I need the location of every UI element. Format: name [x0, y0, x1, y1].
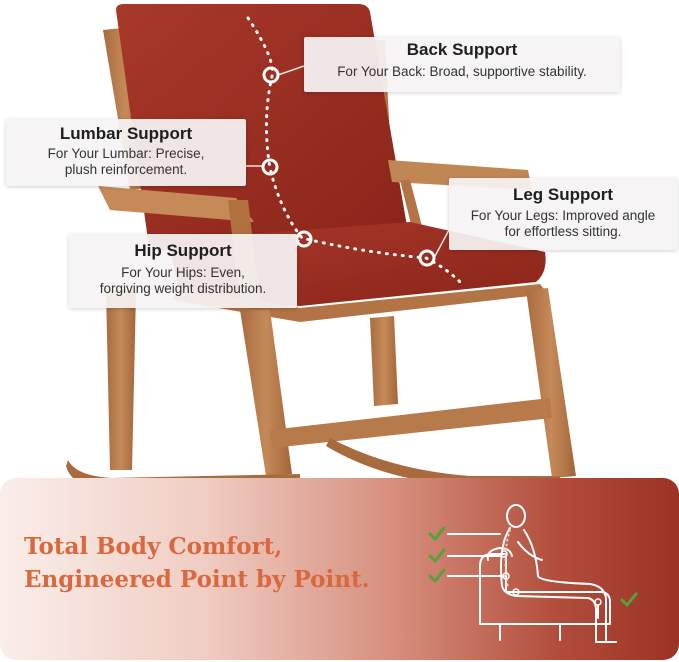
back-support-title: Back Support: [406, 40, 518, 59]
banner-headline-line1: Total Body Comfort,: [24, 533, 283, 560]
checkmark-icon: [620, 592, 638, 607]
support-markers: [261, 66, 436, 267]
leg-support-desc-line1: For Your Legs: Improved angle: [470, 208, 656, 223]
checkmark-icon: [428, 526, 446, 541]
leg-support-callout: Leg Support For Your Legs: Improved angl…: [449, 178, 677, 250]
leg-support-marker: [418, 249, 436, 267]
hip-support-title: Hip Support: [134, 241, 232, 260]
checkmark-icon: [428, 548, 446, 563]
banner-headline-line2: Engineered Point by Point.: [24, 566, 370, 593]
hip-support-marker: [295, 230, 313, 248]
checkmark-icon: [428, 568, 446, 583]
lumbar-support-callout: Lumbar Support For Your Lumbar: Precise,…: [6, 119, 246, 186]
hip-support-desc-line1: For Your Hips: Even,: [121, 265, 245, 280]
lumbar-support-desc-line1: For Your Lumbar: Precise,: [47, 146, 205, 161]
seated-person-icon: [428, 504, 638, 643]
leg-support-title: Leg Support: [512, 185, 614, 204]
back-support-desc: For Your Back: Broad, supportive stabili…: [337, 64, 587, 79]
leg-support-desc-line2: for effortless sitting.: [504, 224, 622, 239]
lumbar-support-marker: [261, 158, 279, 176]
lumbar-support-desc-line2: plush reinforcement.: [64, 162, 188, 177]
comfort-banner: Total Body Comfort, Engineered Point by …: [0, 478, 679, 660]
back-support-callout: Back Support For Your Back: Broad, suppo…: [304, 37, 620, 92]
checkmark-icons: [428, 526, 638, 607]
support-dotted-line: [246, 16, 462, 284]
hip-support-callout: Hip Support For Your Hips: Even, forgivi…: [69, 234, 297, 308]
hip-support-desc-line2: forgiving weight distribution.: [99, 281, 267, 296]
lumbar-support-title: Lumbar Support: [59, 124, 193, 143]
banner-headline: Total Body Comfort, Engineered Point by …: [24, 530, 370, 596]
back-support-marker: [262, 66, 280, 84]
chair-legs: [106, 288, 576, 478]
